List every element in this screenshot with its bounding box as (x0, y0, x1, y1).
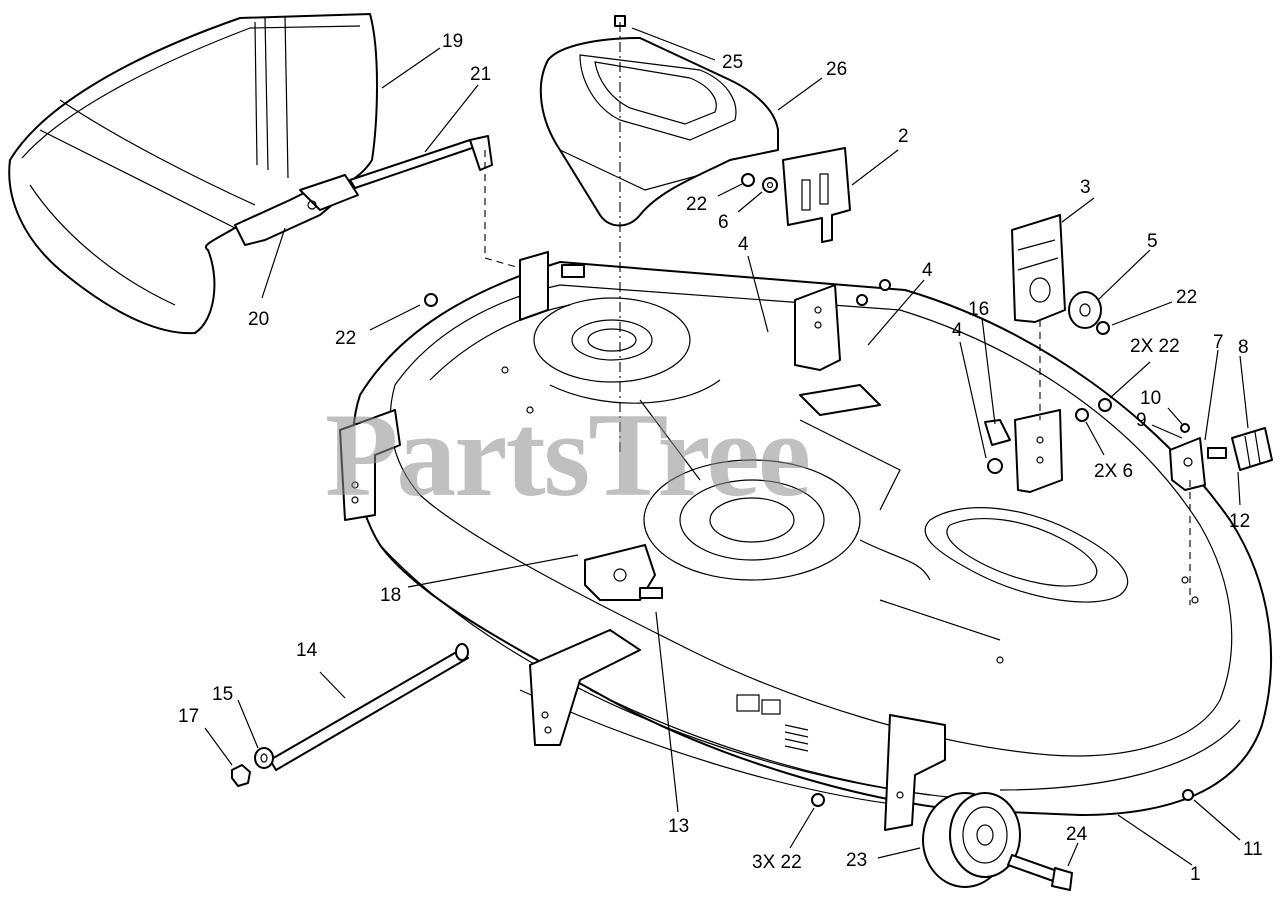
bracket-plate-3 (1011, 214, 1066, 323)
mandrel-cover (539, 37, 779, 227)
callout-26: 26 (826, 59, 847, 80)
callout-2: 2 (898, 126, 909, 147)
callout-18: 18 (380, 585, 401, 606)
callout-9: 9 (1136, 410, 1147, 431)
callout-20: 20 (248, 309, 269, 330)
callout-12: 12 (1229, 511, 1250, 532)
leader-lines (204, 27, 1249, 867)
callout-3x22: 3X 22 (752, 852, 802, 873)
screw-10 (1180, 423, 1190, 433)
callout-11: 11 (1243, 839, 1263, 860)
discharge-chute (8, 13, 378, 335)
callout-3: 3 (1080, 177, 1091, 198)
bracket-plate-2 (782, 147, 851, 243)
wheel-23 (922, 792, 1021, 888)
callout-21: 21 (470, 64, 491, 85)
callout-4-lower: 4 (952, 320, 963, 341)
rear-deck-bracket (519, 251, 585, 321)
callout-8: 8 (1238, 337, 1249, 358)
callout-6: 6 (718, 212, 729, 233)
callout-16: 16 (968, 299, 989, 320)
left-deck-bracket (339, 409, 401, 521)
callout-labels: 19 21 20 25 26 2 22 6 4 4 3 5 22 22 16 4… (178, 31, 1263, 885)
nut-2x22 (1098, 398, 1112, 412)
nut-22-left (424, 293, 438, 307)
callout-4-upper-right: 4 (922, 260, 933, 281)
washer-15 (254, 747, 274, 769)
callout-22-left: 22 (335, 328, 356, 349)
callout-22-right: 22 (1176, 287, 1197, 308)
callout-14: 14 (296, 640, 318, 661)
callout-10: 10 (1140, 388, 1161, 409)
nut-3x22 (811, 793, 825, 807)
nut-22-right (1096, 321, 1110, 335)
front-right-bracket (884, 714, 946, 831)
callout-1: 1 (1190, 864, 1201, 885)
bolt-24 (1007, 854, 1073, 891)
bracket-4-upper (794, 279, 891, 416)
bracket-4-lower (984, 409, 1063, 493)
nut-17 (231, 764, 251, 787)
callout-25: 25 (722, 52, 743, 73)
callout-17: 17 (178, 706, 199, 727)
switch-12 (1207, 427, 1273, 471)
callout-4-upper-left: 4 (738, 234, 749, 255)
rod-14 (269, 643, 469, 771)
chute-rod (349, 135, 493, 189)
watermark: PartsTree (325, 388, 809, 521)
switch-bracket (1169, 437, 1206, 491)
assembly-lines (484, 22, 1191, 605)
callout-22-upper: 22 (686, 194, 707, 215)
callout-7: 7 (1213, 332, 1224, 353)
washer-2x6 (1075, 408, 1089, 422)
nut-22-upper (741, 173, 755, 187)
callout-24: 24 (1066, 824, 1088, 845)
callout-15: 15 (212, 684, 233, 705)
callout-2x22: 2X 22 (1130, 336, 1180, 357)
pivot-bracket (584, 544, 663, 601)
callout-19: 19 (442, 31, 463, 52)
nut-11 (1182, 789, 1194, 801)
washer-5 (1068, 291, 1102, 329)
callout-13: 13 (668, 816, 689, 837)
callout-23: 23 (846, 850, 867, 871)
front-left-bracket (529, 629, 641, 746)
callout-5: 5 (1147, 231, 1158, 252)
washer-6-upper (762, 177, 778, 193)
callout-2x6: 2X 6 (1094, 461, 1133, 482)
